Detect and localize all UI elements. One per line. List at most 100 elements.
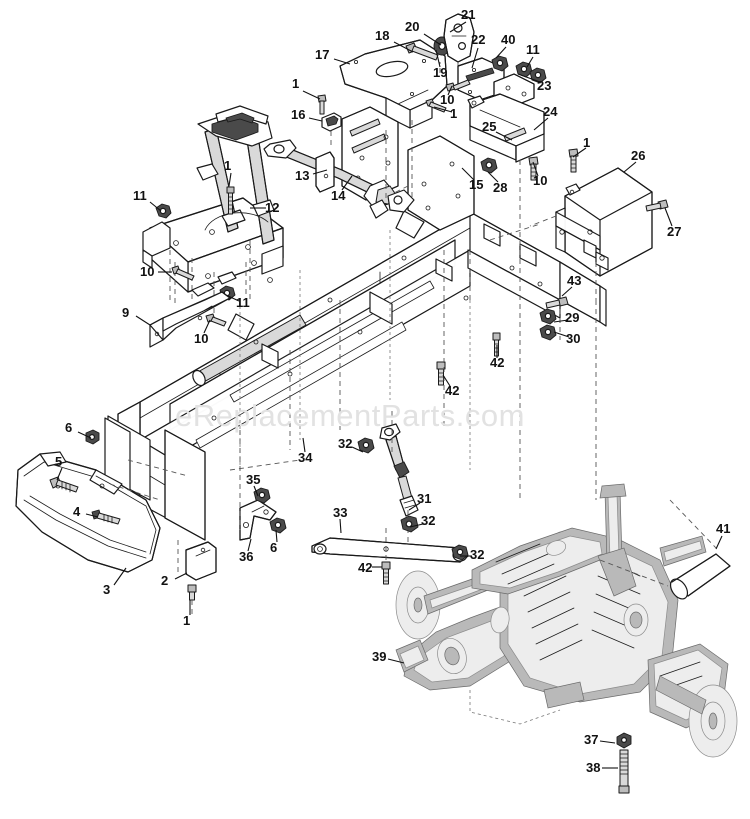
- callout-43: 43: [567, 273, 582, 288]
- callout-24: 24: [543, 104, 558, 119]
- callout-10: 10: [140, 264, 155, 279]
- shoulder-bolt-18: [405, 42, 439, 61]
- callout-41: 41: [716, 521, 731, 536]
- leader-21: [449, 21, 467, 33]
- leader-1: [572, 147, 587, 158]
- callout-11: 11: [236, 295, 250, 310]
- leader-31: [408, 502, 421, 511]
- callout-29: 29: [565, 310, 580, 325]
- idler-arm-bracket-36: [239, 499, 277, 541]
- callout-42: 42: [445, 383, 460, 398]
- callout-10: 10: [533, 173, 548, 188]
- callout-4: 4: [73, 504, 81, 519]
- leader-36: [247, 538, 252, 552]
- lock-nut-32-upper: [357, 437, 375, 454]
- callout-31: 31: [417, 491, 432, 506]
- callout-1: 1: [450, 106, 458, 121]
- flange-bolt-22: [445, 79, 471, 92]
- hex-bolt-43: [545, 296, 569, 309]
- leader-11: [149, 201, 162, 212]
- callout-34: 34: [298, 450, 313, 465]
- leader-30: [553, 331, 570, 338]
- leader-13: [312, 169, 328, 175]
- upper-cover-panel: [339, 39, 448, 129]
- callout-1: 1: [183, 613, 191, 628]
- callout-36: 36: [239, 549, 254, 564]
- hydrostatic-transaxle-39: [395, 483, 738, 758]
- callout-38: 38: [586, 760, 601, 775]
- leader-17: [333, 58, 351, 65]
- leader-35: [253, 485, 259, 497]
- transaxle-mount-bolt-38: [618, 749, 630, 794]
- main-chassis-frame-group: [104, 210, 607, 541]
- callout-37: 37: [584, 732, 599, 747]
- leader-16: [308, 117, 323, 122]
- leader-33: [339, 518, 342, 534]
- leader-5: [56, 467, 63, 481]
- callout-14: 14: [331, 188, 346, 203]
- flange-nut-28: [480, 157, 498, 174]
- leader-6: [77, 431, 92, 439]
- bumper-mount-bracket-2: [185, 541, 217, 581]
- leader-25: [495, 131, 513, 141]
- callout-32: 32: [338, 436, 353, 451]
- hex-bolt-bracket2: [187, 584, 197, 615]
- frame-side-plate-right: [387, 135, 475, 231]
- leader-22: [471, 47, 479, 69]
- leader-32: [409, 523, 424, 528]
- hex-bolt-battery-box: [568, 148, 579, 173]
- leader-1: [228, 172, 232, 187]
- callout-35: 35: [246, 472, 261, 487]
- battery-tray-support-24: [467, 93, 545, 163]
- leader-2: [174, 572, 188, 580]
- callout-13: 13: [295, 168, 310, 183]
- callout-42: 42: [358, 560, 373, 575]
- leader-24: [533, 117, 549, 131]
- leader-42: [442, 374, 451, 387]
- hex-bolt-rops: [226, 186, 235, 215]
- leader-32: [351, 446, 364, 453]
- callout-17: 17: [315, 47, 330, 62]
- leader-3: [113, 567, 127, 586]
- callout-16: 16: [291, 107, 306, 122]
- leader-28: [487, 171, 499, 183]
- callout-27: 27: [667, 224, 682, 239]
- callout-1: 1: [583, 135, 591, 150]
- transaxle-mount-nut-37: [616, 732, 632, 749]
- flange-lock-nut-upper-left: [155, 203, 172, 219]
- leader-41: [715, 535, 723, 550]
- leader-19: [435, 49, 441, 68]
- flange-bolt-lower: [205, 313, 227, 327]
- callout-9: 9: [122, 305, 130, 320]
- shoulder-bolt-42b: [436, 361, 446, 386]
- leader-18: [393, 41, 414, 53]
- hex-nut-29: [539, 308, 557, 325]
- callout-6: 6: [65, 420, 73, 435]
- callout-18: 18: [375, 28, 390, 43]
- callout-33: 33: [333, 505, 348, 520]
- leader-9: [135, 315, 151, 326]
- callout-1: 1: [224, 158, 232, 173]
- callout-11: 11: [133, 188, 147, 203]
- leader-10: [203, 319, 211, 334]
- bumper-bolt-5: [49, 476, 79, 493]
- leader-23: [517, 73, 541, 83]
- battery-box-26: [529, 167, 653, 300]
- callout-26: 26: [631, 148, 646, 163]
- leader-1: [433, 106, 453, 113]
- callout-40: 40: [501, 32, 516, 47]
- lock-nut-6b: [269, 517, 287, 534]
- leader-6: [275, 529, 278, 543]
- callout-2: 2: [161, 573, 169, 588]
- leader-27: [664, 207, 673, 227]
- callout-30: 30: [566, 331, 581, 346]
- leader-10: [447, 85, 453, 96]
- leader-20: [423, 33, 442, 46]
- callout-32: 32: [421, 513, 436, 528]
- callout-12: 12: [265, 200, 280, 215]
- callout-6: 6: [270, 540, 278, 555]
- callout-19: 19: [433, 65, 448, 80]
- callout-23: 23: [537, 78, 552, 93]
- callout-10: 10: [194, 331, 209, 346]
